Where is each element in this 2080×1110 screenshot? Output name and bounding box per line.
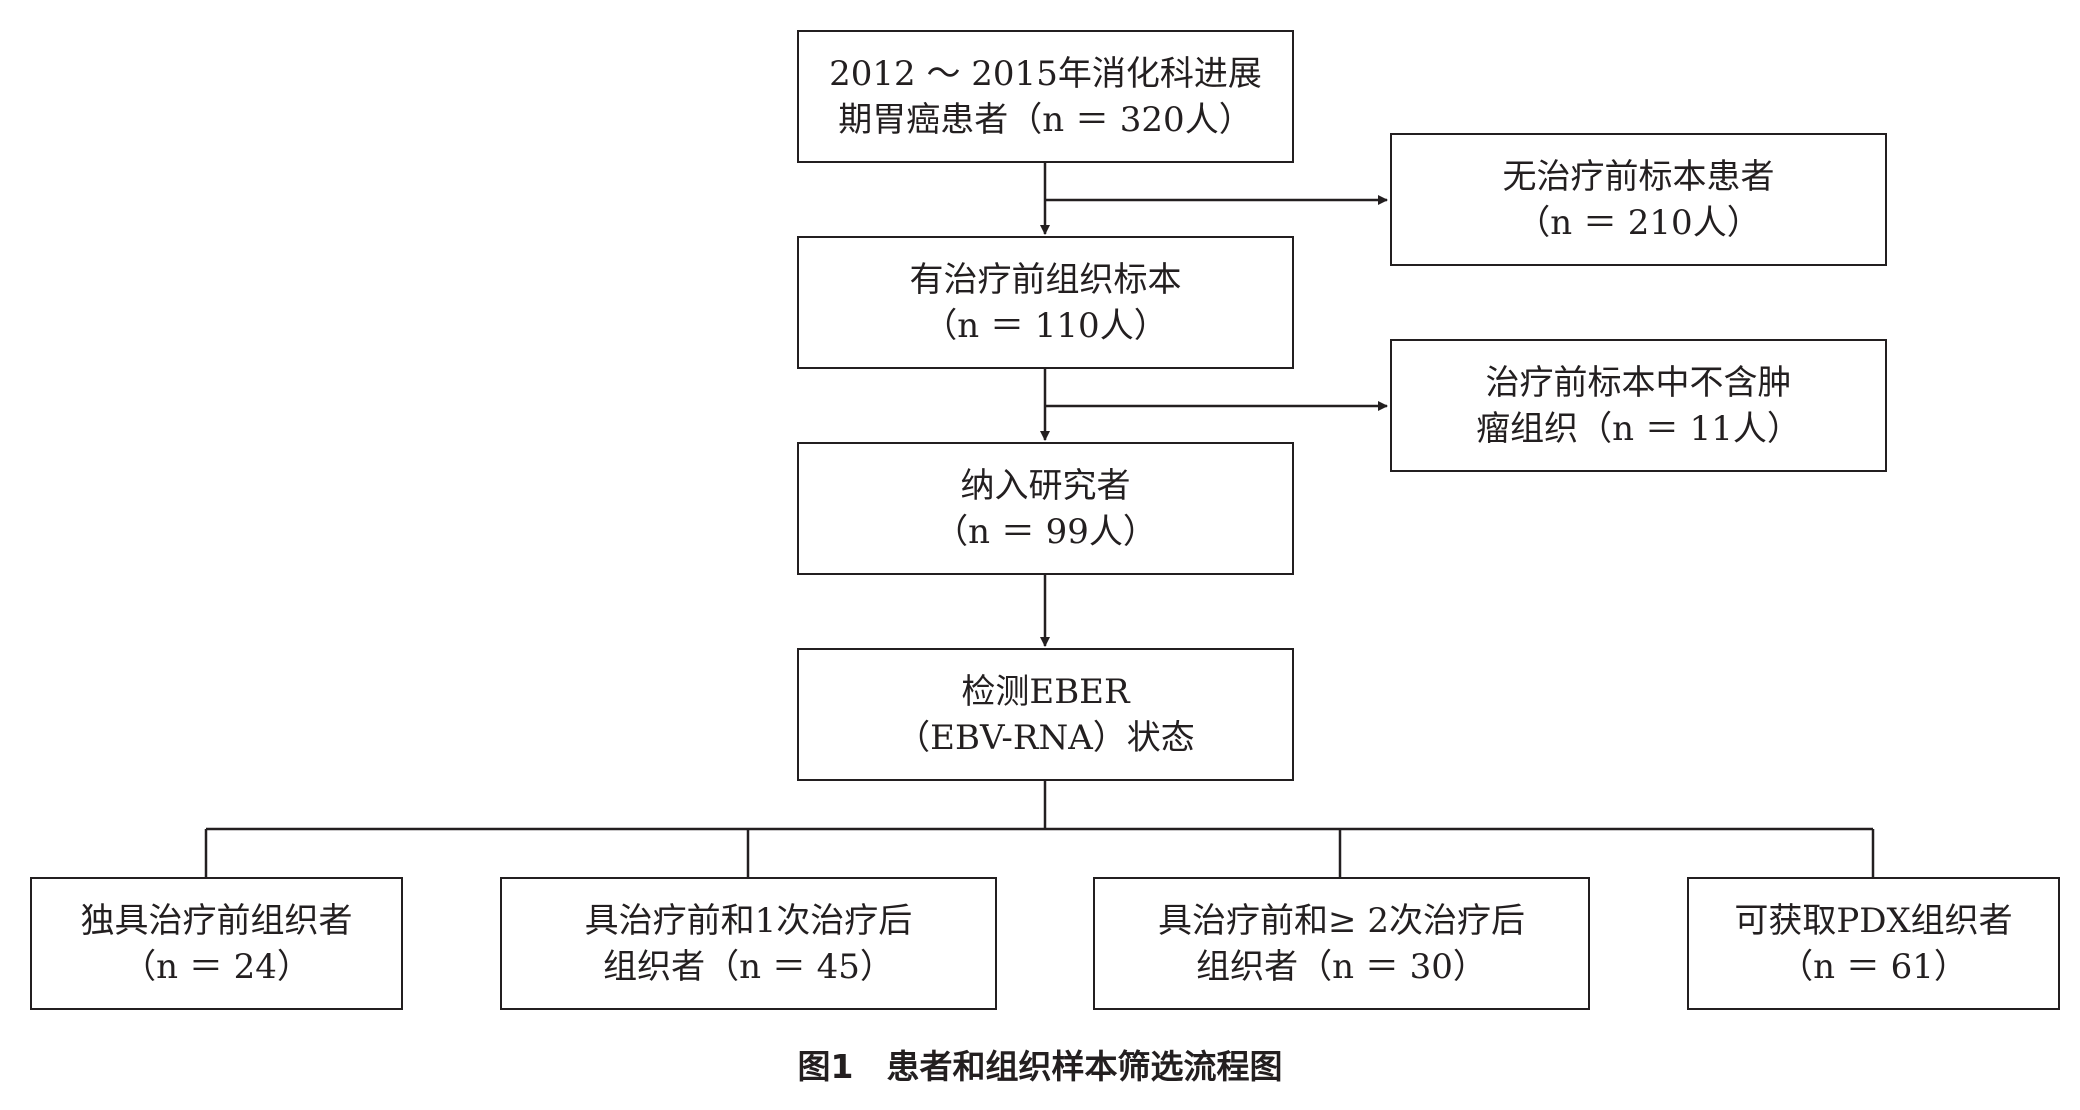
box-has-sample: 有治疗前组织标本 （n ＝ 110人）	[797, 236, 1294, 369]
box-eber-line2: （EBV-RNA）状态	[896, 717, 1195, 758]
box-eber-detection: 检测EBER （EBV-RNA）状态	[797, 648, 1294, 781]
figure-caption: 图1 患者和组织样本筛选流程图	[797, 1047, 1283, 1086]
box-group-pdx-line1: 可获取PDX组织者	[1734, 900, 2013, 941]
box-excluded-no-sample-line2: （n ＝ 210人）	[1516, 202, 1761, 243]
box-start-population: 2012 ～ 2015年消化科进展 期胃癌患者（n ＝ 320人）	[797, 30, 1294, 163]
box-start-line2: 期胃癌患者（n ＝ 320人）	[838, 99, 1253, 140]
box-excluded-no-tumor: 治疗前标本中不含肿 瘤组织（n ＝ 11人）	[1390, 339, 1887, 472]
box-included-line1: 纳入研究者	[960, 465, 1131, 506]
box-group-pdx-line2: （n ＝ 61）	[1779, 946, 1968, 987]
box-excluded-no-sample-line1: 无治疗前标本患者	[1502, 156, 1775, 197]
box-group-pre-only: 独具治疗前组织者 （n ＝ 24）	[30, 877, 403, 1010]
box-has-sample-line1: 有治疗前组织标本	[909, 259, 1182, 300]
box-group-pre-and-2plus: 具治疗前和≥ 2次治疗后 组织者（n ＝ 30）	[1093, 877, 1590, 1010]
box-excluded-no-tumor-line2: 瘤组织（n ＝ 11人）	[1476, 408, 1801, 449]
box-group-pre-and-1-line2: 组织者（n ＝ 45）	[603, 946, 894, 987]
box-included: 纳入研究者 （n ＝ 99人）	[797, 442, 1294, 575]
box-group-pre-and-2plus-line2: 组织者（n ＝ 30）	[1196, 946, 1487, 987]
box-group-pre-and-2plus-line1: 具治疗前和≥ 2次治疗后	[1158, 900, 1525, 941]
box-group-pre-only-line2: （n ＝ 24）	[122, 946, 311, 987]
box-group-pre-and-1: 具治疗前和1次治疗后 组织者（n ＝ 45）	[500, 877, 997, 1010]
box-group-pre-only-line1: 独具治疗前组织者	[80, 900, 353, 941]
box-has-sample-line2: （n ＝ 110人）	[923, 305, 1168, 346]
box-group-pdx: 可获取PDX组织者 （n ＝ 61）	[1687, 877, 2060, 1010]
box-start-line1: 2012 ～ 2015年消化科进展	[829, 53, 1262, 94]
box-eber-line1: 检测EBER	[961, 671, 1130, 712]
box-included-line2: （n ＝ 99人）	[934, 511, 1157, 552]
box-excluded-no-sample: 无治疗前标本患者 （n ＝ 210人）	[1390, 133, 1887, 266]
box-group-pre-and-1-line1: 具治疗前和1次治疗后	[584, 900, 913, 941]
box-excluded-no-tumor-line1: 治疗前标本中不含肿	[1485, 362, 1792, 403]
